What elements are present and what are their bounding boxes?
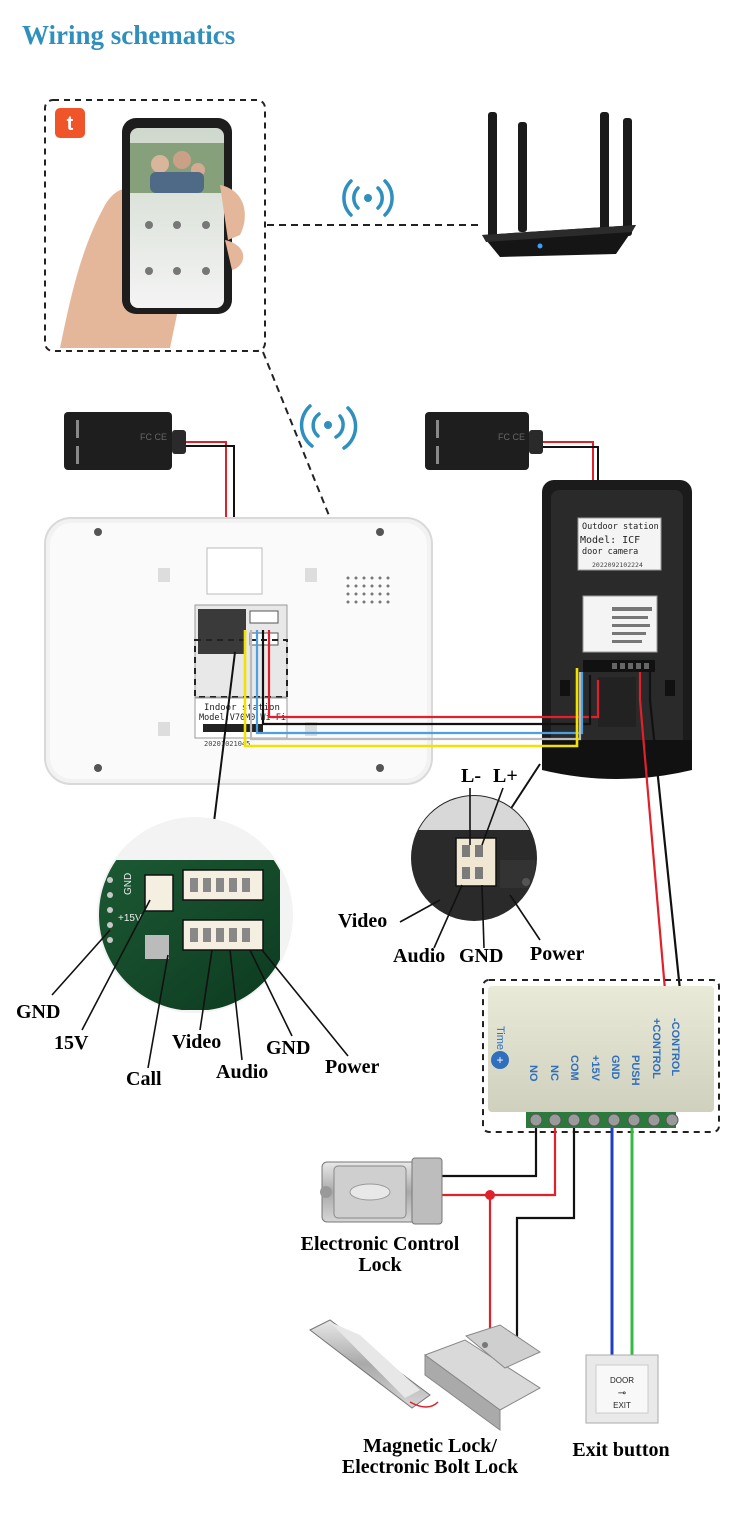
wire-lock-black-2 xyxy=(515,1128,576,1355)
label-magnetic-lock-2: Electronic Bolt Lock xyxy=(342,1456,519,1478)
outdoor-label-line2: Model: ICF xyxy=(580,535,640,546)
terminal-control-minus: -CONTROL xyxy=(669,1018,681,1076)
outdoor-label-date: 2022092102224 xyxy=(592,561,643,569)
label-magnetic-lock-1: Magnetic Lock/ xyxy=(363,1435,497,1457)
tuya-app-icon: t xyxy=(55,108,85,138)
wifi-signal-icon xyxy=(342,179,394,217)
indoor-monitor: Indoor station Model:V70M0 Wi-Fi 2020102… xyxy=(44,517,433,785)
exit-button-device: DOOR ⊸ EXIT xyxy=(585,1354,659,1424)
indoor-label-date: 20201021045 xyxy=(204,740,250,748)
indoor-terminal-pointers xyxy=(51,899,349,1069)
controller-frame xyxy=(482,979,720,1133)
key-icon: ⊸ xyxy=(618,1388,626,1399)
indoor-label-power: Power xyxy=(325,1056,380,1078)
terminal-control-plus: +CONTROL xyxy=(650,1018,662,1079)
app-frame xyxy=(44,99,266,352)
wire-lock-black-1 xyxy=(440,1128,538,1178)
indoor-label-line1: Indoor station xyxy=(204,703,280,713)
controller-time-label: Time xyxy=(494,1026,506,1050)
outdoor-label-l-plus: L+ xyxy=(493,765,518,787)
terminal-nc: NC xyxy=(548,1065,560,1081)
indoor-label-call: Call xyxy=(126,1068,162,1090)
exit-plate-bottom: EXIT xyxy=(613,1401,631,1410)
outdoor-terminal-pointers xyxy=(399,787,541,949)
svg-text:FC CE: FC CE xyxy=(498,432,525,442)
indoor-label-15v: 15V xyxy=(54,1032,89,1054)
outdoor-label-gnd: GND xyxy=(459,945,503,967)
indoor-label-gnd2: GND xyxy=(266,1037,310,1059)
label-electronic-lock-2: Lock xyxy=(358,1254,402,1276)
wire-black-interconnect xyxy=(261,630,592,726)
wifi-link-line-2 xyxy=(262,351,331,519)
electronic-control-lock xyxy=(320,1157,443,1225)
zoom-mark-gnd: GND xyxy=(123,873,134,895)
wire-red-interconnect xyxy=(267,630,600,719)
terminal-no: NO xyxy=(527,1065,539,1082)
terminal-15v: +15V xyxy=(589,1055,601,1082)
timer-icon: + xyxy=(491,1051,509,1069)
outdoor-label-line1: Outdoor station xyxy=(582,522,659,532)
outdoor-zoom-pointer xyxy=(509,763,541,811)
power-adapter-outdoor: FC CE xyxy=(425,412,543,470)
page-title: Wiring schematics xyxy=(22,20,235,50)
outdoor-label-power: Power xyxy=(530,943,585,965)
zoom-mark-15v: +15V xyxy=(118,913,142,924)
label-electronic-lock-1: Electronic Control xyxy=(301,1233,460,1255)
electronic-bolt-lock xyxy=(309,1319,439,1409)
wifi-router xyxy=(482,112,636,257)
terminal-gnd: GND xyxy=(609,1055,621,1080)
outdoor-board-zoom xyxy=(411,795,537,921)
wire-control-plus xyxy=(638,672,667,991)
outdoor-label-l-minus: L- xyxy=(461,765,481,787)
terminal-com: COM xyxy=(568,1055,580,1081)
terminal-push: PUSH xyxy=(629,1055,641,1086)
wire-control-minus xyxy=(648,672,682,991)
wire-lock-red-1 xyxy=(440,1128,557,1197)
svg-text:+: + xyxy=(496,1053,503,1067)
exit-plate-top: DOOR xyxy=(610,1376,634,1385)
indoor-label-gnd: GND xyxy=(16,1001,60,1023)
outdoor-label-video: Video xyxy=(338,910,387,932)
indoor-label-audio: Audio xyxy=(216,1061,268,1083)
indoor-zoom-pointer xyxy=(213,651,236,823)
outdoor-label-audio: Audio xyxy=(393,945,445,967)
magnetic-lock xyxy=(423,1324,542,1431)
wire-white-interconnect xyxy=(249,630,582,741)
outdoor-station: Outdoor station Model: ICF door camera 2… xyxy=(542,480,692,779)
power-adapter-indoor: FC CE xyxy=(64,412,186,470)
indoor-label-video: Video xyxy=(172,1031,221,1053)
wifi-signal-icon-2 xyxy=(299,404,358,450)
svg-text:FC CE: FC CE xyxy=(140,432,167,442)
indoor-board-zoom: GND +15V xyxy=(97,817,293,1013)
controller-terminal-labels: NO NC COM +15V GND PUSH +CONTROL -CONTRO… xyxy=(527,1018,681,1086)
label-exit-button: Exit button xyxy=(572,1439,669,1461)
access-controller: + Time xyxy=(488,986,714,1128)
wire-yellow-interconnect xyxy=(243,630,579,748)
outdoor-label-line3: door camera xyxy=(582,547,638,557)
indoor-label-line2: Model:V70M0 Wi-Fi xyxy=(199,713,286,723)
smartphone xyxy=(60,118,245,348)
svg-text:t: t xyxy=(67,113,74,135)
wire-blue-interconnect xyxy=(255,630,584,735)
